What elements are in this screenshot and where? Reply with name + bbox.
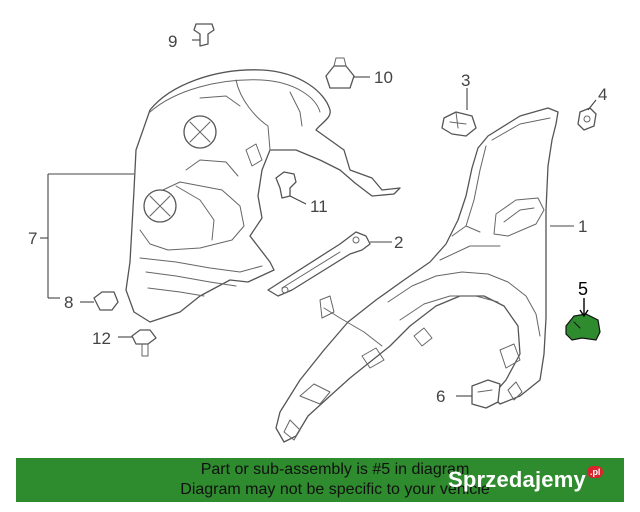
nut-part-4: [577, 107, 597, 131]
highlighted-part-5: [565, 313, 601, 341]
leader-lines: [40, 39, 597, 397]
callout-12: 12: [92, 329, 111, 348]
callout-10: 10: [374, 68, 393, 87]
callout-2: 2: [394, 233, 403, 252]
footer-line-2: Diagram may not be specific to your vehi…: [180, 481, 490, 498]
part-5-shape: [565, 313, 601, 341]
clip-part-3: [441, 111, 477, 137]
watermark-logo: Sprzedajemy.pl: [448, 458, 604, 502]
footer-banner: Part or sub-assembly is #5 in diagram Di…: [16, 458, 624, 502]
nut-part-10: [325, 57, 355, 89]
clip-part-8: [93, 291, 119, 311]
callout-5: 5: [578, 279, 588, 299]
watermark-text: Sprzedajemy: [448, 467, 586, 492]
callout-6: 6: [436, 387, 445, 406]
bracket-part-2: [267, 231, 371, 297]
bracket-part-6: [471, 379, 501, 409]
callout-8: 8: [64, 293, 73, 312]
footer-line-1: Part or sub-assembly is #5 in diagram: [200, 461, 470, 478]
fastener-part-9: [193, 23, 215, 47]
callout-9: 9: [168, 32, 177, 51]
callout-11: 11: [310, 197, 328, 216]
callout-4: 4: [598, 85, 607, 104]
callout-1: 1: [578, 217, 587, 236]
watermark-suffix: .pl: [586, 466, 604, 478]
callout-7: 7: [28, 229, 37, 248]
fender-liner-part-7: [125, 69, 401, 323]
clip-part-11: [275, 171, 297, 199]
screw-part-12: [131, 329, 157, 357]
callout-3: 3: [461, 71, 470, 90]
fender-panel-part-1: [275, 107, 559, 443]
